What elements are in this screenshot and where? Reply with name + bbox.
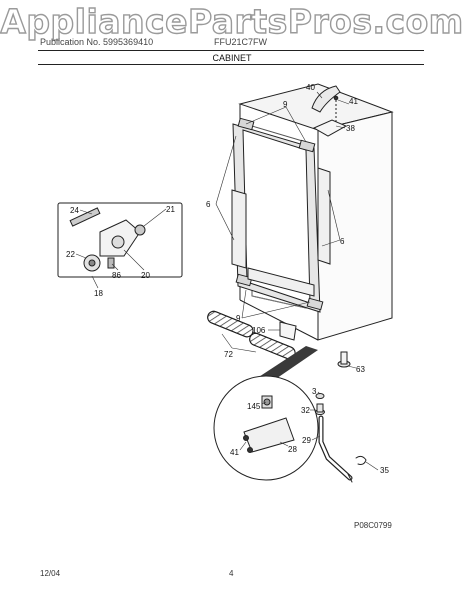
callout-40: 40: [306, 83, 315, 92]
callout-20: 20: [141, 271, 150, 280]
callout-21: 21: [166, 205, 175, 214]
callout-41-bottom: 41: [230, 448, 239, 457]
figure-code: P08C0799: [354, 521, 392, 530]
watermark: AppliancePartsPros.com: [0, 1, 464, 41]
callout-106: 106: [252, 326, 266, 335]
callout-22: 22: [66, 250, 75, 259]
callout-6-left: 6: [206, 200, 211, 209]
callout-labels: 40 41 38 9 6 6 9 24 21 22 86 20 18 106 7…: [66, 83, 389, 475]
callout-3: 3: [312, 387, 317, 396]
control-detail-inset: [57, 202, 183, 278]
small-hardware: [315, 351, 351, 415]
callout-28: 28: [288, 445, 297, 454]
callout-41-top: 41: [349, 97, 358, 106]
header-rule-top: [38, 50, 424, 51]
callout-145: 145: [247, 402, 261, 411]
callout-29: 29: [302, 436, 311, 445]
callout-86: 86: [112, 271, 121, 280]
bottom-hinge-detail: [213, 375, 319, 481]
breaker-strips: [231, 167, 331, 297]
footer-date: 12/04: [40, 569, 61, 578]
callout-9-top: 9: [283, 100, 288, 109]
callout-38: 38: [346, 124, 355, 133]
publication-number: Publication No. 5995369410: [40, 37, 154, 47]
drain-hose: [318, 415, 367, 483]
callout-18: 18: [94, 289, 103, 298]
model-number: FFU21C7FW: [214, 37, 268, 47]
callout-32: 32: [301, 406, 310, 415]
callout-63: 63: [356, 365, 365, 374]
page-number: 4: [229, 569, 234, 578]
callout-6-right: 6: [340, 237, 345, 246]
callout-9-bottom: 9: [236, 314, 241, 323]
leader-lines: [75, 91, 379, 471]
top-hinge: [311, 85, 348, 137]
section-title: CABINET: [212, 53, 252, 63]
callout-24: 24: [70, 206, 79, 215]
callout-72: 72: [224, 350, 233, 359]
header-rule-bottom: [38, 64, 424, 65]
callout-35: 35: [380, 466, 389, 475]
kick-plates: [207, 310, 297, 360]
